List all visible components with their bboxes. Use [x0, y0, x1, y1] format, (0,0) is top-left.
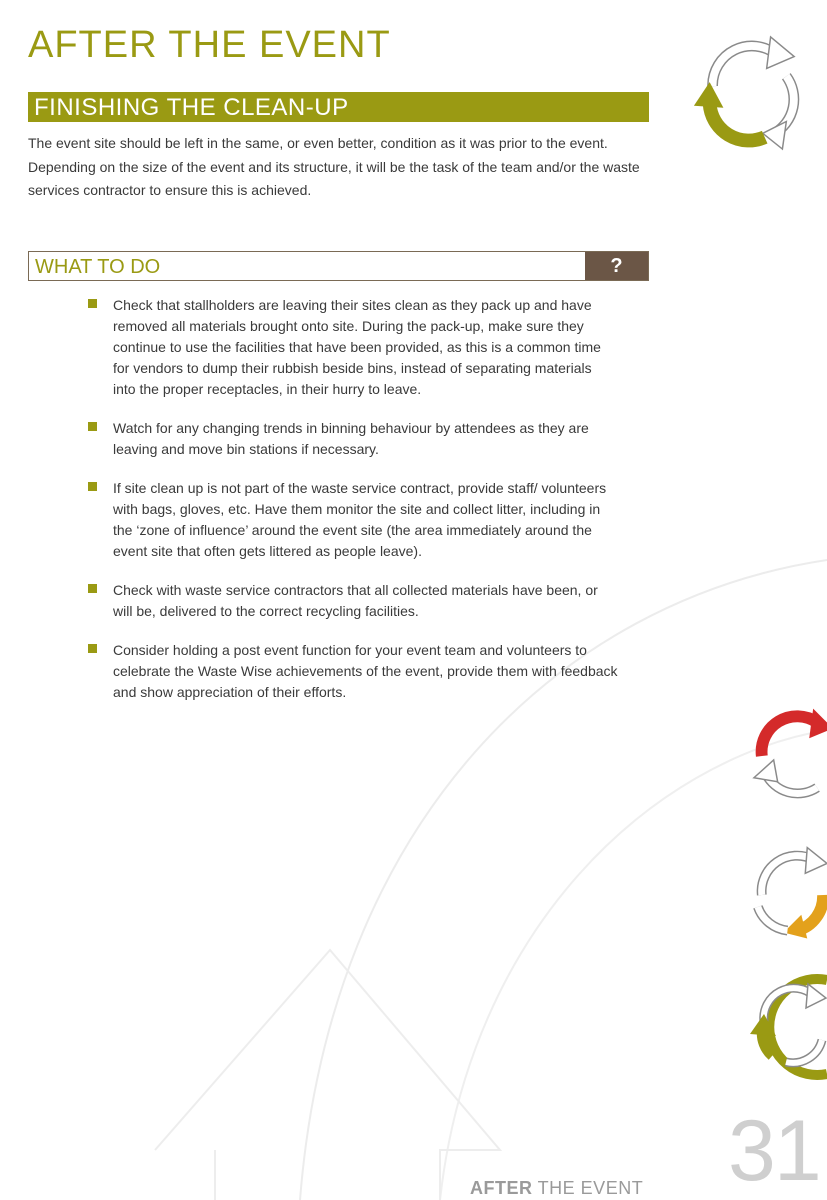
section-heading: FINISHING THE CLEAN-UP — [34, 94, 349, 121]
what-to-do-bar: WHAT TO DO ? — [28, 251, 649, 281]
intro-paragraph: The event site should be left in the sam… — [28, 135, 640, 198]
question-badge: ? — [585, 252, 648, 280]
footer-label-rest: THE EVENT — [532, 1178, 644, 1198]
list-item-text: Check that stallholders are leaving thei… — [113, 297, 601, 397]
bullet-square-icon — [88, 299, 97, 308]
what-to-do-list: Check that stallholders are leaving thei… — [88, 295, 618, 721]
page-number: 31 — [728, 1103, 822, 1199]
recycle-cycle-olive-ring-icon — [750, 974, 827, 1080]
footer-section-label: AFTER THE EVENT — [470, 1178, 643, 1199]
page-title: AFTER THE EVENT — [28, 24, 391, 66]
list-item: If site clean up is not part of the wast… — [88, 478, 618, 562]
bullet-square-icon — [88, 584, 97, 593]
list-item-text: Consider holding a post event function f… — [113, 642, 618, 700]
list-item: Check that stallholders are leaving thei… — [88, 295, 618, 400]
section-heading-bar: FINISHING THE CLEAN-UP — [28, 92, 649, 122]
list-item-text: If site clean up is not part of the wast… — [113, 480, 607, 559]
bullet-square-icon — [88, 644, 97, 653]
what-to-do-heading: WHAT TO DO — [35, 256, 161, 278]
recycle-cycle-icon — [693, 35, 800, 151]
list-item: Watch for any changing trends in binning… — [88, 418, 618, 460]
bullet-square-icon — [88, 422, 97, 431]
recycle-cycle-orange-icon — [753, 846, 827, 939]
list-item-text: Check with waste service contractors tha… — [113, 582, 598, 619]
recycle-cycle-red-icon — [752, 708, 827, 799]
list-item: Consider holding a post event function f… — [88, 640, 618, 703]
bullet-square-icon — [88, 482, 97, 491]
list-item-text: Watch for any changing trends in binning… — [113, 420, 589, 457]
list-item: Check with waste service contractors tha… — [88, 580, 618, 622]
footer-label-bold: AFTER — [470, 1178, 533, 1198]
